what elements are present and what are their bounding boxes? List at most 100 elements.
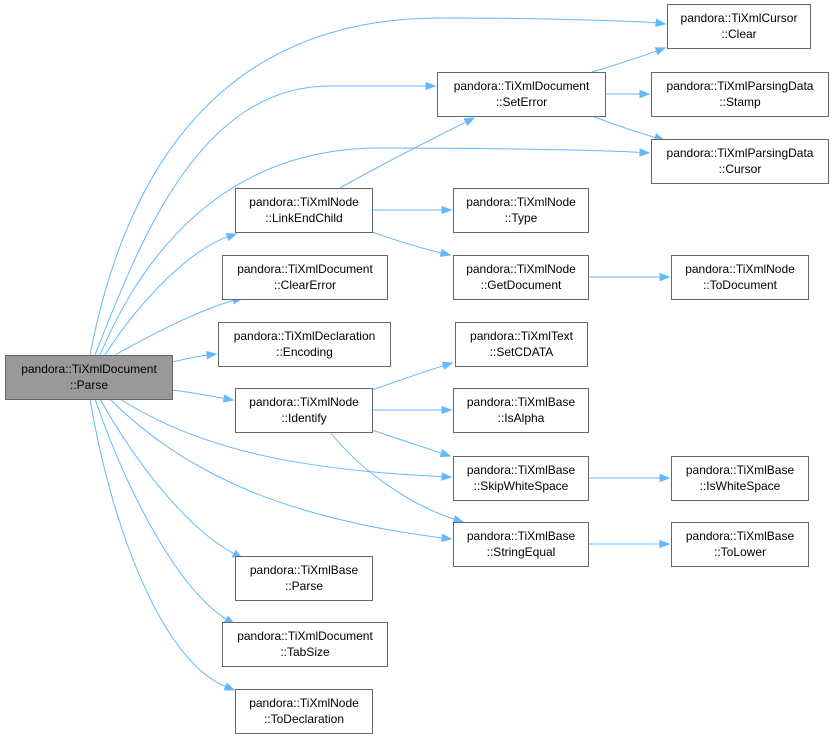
node-link_end_child[interactable]: pandora::TiXmlNode::LinkEndChild <box>235 188 373 233</box>
node-identify[interactable]: pandora::TiXmlNode::Identify <box>235 388 373 433</box>
edge-identify-to-set_cdata <box>371 361 454 391</box>
nodes-layer: pandora::TiXmlDocument::Parsepandora::Ti… <box>5 4 829 734</box>
node-box[interactable] <box>235 188 373 233</box>
node-box[interactable] <box>5 355 173 400</box>
node-class-label: pandora::TiXmlParsingData <box>667 79 814 93</box>
node-method-label: ::Parse <box>70 378 108 392</box>
node-box[interactable] <box>671 255 809 300</box>
node-method-label: ::TabSize <box>280 645 330 659</box>
edge-parse_root-to-set_error <box>94 81 437 356</box>
node-pd_cursor[interactable]: pandora::TiXmlParsingData::Cursor <box>651 139 829 184</box>
edge-line <box>89 398 226 688</box>
edge-line <box>89 17 657 356</box>
node-box[interactable] <box>453 388 589 433</box>
edge-arrowhead <box>439 448 452 458</box>
node-box[interactable] <box>453 522 589 567</box>
node-method-label: ::SetError <box>496 95 547 109</box>
edge-arrowhead <box>655 18 667 27</box>
edge-arrowhead <box>659 272 671 282</box>
edge-link_end_child-to-node_type <box>371 205 453 215</box>
node-class-label: pandora::TiXmlNode <box>466 195 576 209</box>
node-class-label: pandora::TiXmlBase <box>467 395 576 409</box>
node-base_parse[interactable]: pandora::TiXmlBase::Parse <box>235 556 373 601</box>
node-is_alpha[interactable]: pandora::TiXmlBase::IsAlpha <box>453 388 589 433</box>
node-method-label: ::Clear <box>721 27 756 41</box>
node-box[interactable] <box>235 388 373 433</box>
node-to_declaration[interactable]: pandora::TiXmlNode::ToDeclaration <box>235 689 373 734</box>
node-clear_error[interactable]: pandora::TiXmlDocument::ClearError <box>222 255 388 300</box>
edge-get_document-to-to_document <box>588 272 671 282</box>
edge-arrowhead <box>639 89 651 99</box>
edge-arrowhead <box>222 394 235 403</box>
node-set_cdata[interactable]: pandora::TiXmlText::SetCDATA <box>455 322 588 367</box>
edge-arrowhead <box>223 682 236 691</box>
edge-arrowhead <box>425 81 437 91</box>
node-encoding[interactable]: pandora::TiXmlDeclaration::Encoding <box>218 322 391 367</box>
node-box[interactable] <box>453 456 589 501</box>
node-tab_size[interactable]: pandora::TiXmlDocument::TabSize <box>222 622 388 667</box>
edge-line <box>94 85 426 356</box>
node-class-label: pandora::TiXmlBase <box>250 563 359 577</box>
edge-arrowhead <box>225 233 238 242</box>
node-class-label: pandora::TiXmlBase <box>686 529 795 543</box>
node-box[interactable] <box>453 188 589 233</box>
node-parse_root[interactable]: pandora::TiXmlDocument::Parse <box>5 355 173 400</box>
node-class-label: pandora::TiXmlDocument <box>454 79 590 93</box>
node-node_type[interactable]: pandora::TiXmlNode::Type <box>453 188 589 233</box>
edge-arrowhead <box>441 405 453 415</box>
edge-line <box>99 147 641 356</box>
node-box[interactable] <box>667 4 811 49</box>
node-method-label: ::Encoding <box>276 345 333 359</box>
node-method-label: ::Identify <box>281 411 326 425</box>
edge-link_end_child-to-get_document <box>371 231 452 257</box>
node-class-label: pandora::TiXmlNode <box>249 195 359 209</box>
node-set_error[interactable]: pandora::TiXmlDocument::SetError <box>437 72 606 117</box>
node-class-label: pandora::TiXmlText <box>470 329 574 343</box>
node-box[interactable] <box>651 72 829 117</box>
node-class-label: pandora::TiXmlCursor <box>681 11 798 25</box>
node-class-label: pandora::TiXmlDeclaration <box>234 329 376 343</box>
node-box[interactable] <box>235 556 373 601</box>
node-class-label: pandora::TiXmlDocument <box>237 262 373 276</box>
edge-line <box>329 431 455 520</box>
edge-parse_root-to-cursor_clear <box>89 17 667 356</box>
edge-arrowhead <box>659 539 671 549</box>
node-box[interactable] <box>455 322 588 367</box>
node-class-label: pandora::TiXmlNode <box>249 696 359 710</box>
node-box[interactable] <box>671 522 809 567</box>
node-method-label: ::LinkEndChild <box>265 211 342 225</box>
node-box[interactable] <box>218 322 391 367</box>
node-to_lower[interactable]: pandora::TiXmlBase::ToLower <box>671 522 809 567</box>
node-box[interactable] <box>651 139 829 184</box>
node-skip_ws[interactable]: pandora::TiXmlBase::SkipWhiteSpace <box>453 456 589 501</box>
edge-line <box>171 354 208 363</box>
node-class-label: pandora::TiXmlDocument <box>237 629 373 643</box>
node-method-label: ::Cursor <box>719 162 762 176</box>
node-box[interactable] <box>453 255 589 300</box>
node-get_document[interactable]: pandora::TiXmlNode::GetDocument <box>453 255 589 300</box>
edge-identify-to-is_alpha <box>372 405 453 415</box>
node-method-label: ::Type <box>505 211 538 225</box>
node-cursor_clear[interactable]: pandora::TiXmlCursor::Clear <box>667 4 811 49</box>
edge-arrowhead <box>441 361 454 370</box>
edge-identify-to-skip_ws <box>371 429 452 458</box>
edge-arrowhead <box>659 473 671 483</box>
node-is_ws[interactable]: pandora::TiXmlBase::IsWhiteSpace <box>671 456 809 501</box>
node-box[interactable] <box>235 689 373 734</box>
edge-parse_root-to-skip_ws <box>119 398 453 481</box>
edge-arrowhead <box>441 205 453 215</box>
node-string_equal[interactable]: pandora::TiXmlBase::StringEqual <box>453 522 589 567</box>
edge-line <box>371 231 442 254</box>
node-box[interactable] <box>671 456 809 501</box>
edge-arrowhead <box>654 47 667 56</box>
node-stamp[interactable]: pandora::TiXmlParsingData::Stamp <box>651 72 829 117</box>
node-box[interactable] <box>222 622 388 667</box>
node-class-label: pandora::TiXmlNode <box>466 262 576 276</box>
edge-line <box>94 398 227 620</box>
node-to_document[interactable]: pandora::TiXmlNode::ToDocument <box>671 255 809 300</box>
node-box[interactable] <box>437 72 606 117</box>
edge-parse_root-to-to_declaration <box>89 398 236 691</box>
node-class-label: pandora::TiXmlBase <box>467 529 576 543</box>
edge-parse_root-to-identify <box>171 389 235 403</box>
node-box[interactable] <box>222 255 388 300</box>
